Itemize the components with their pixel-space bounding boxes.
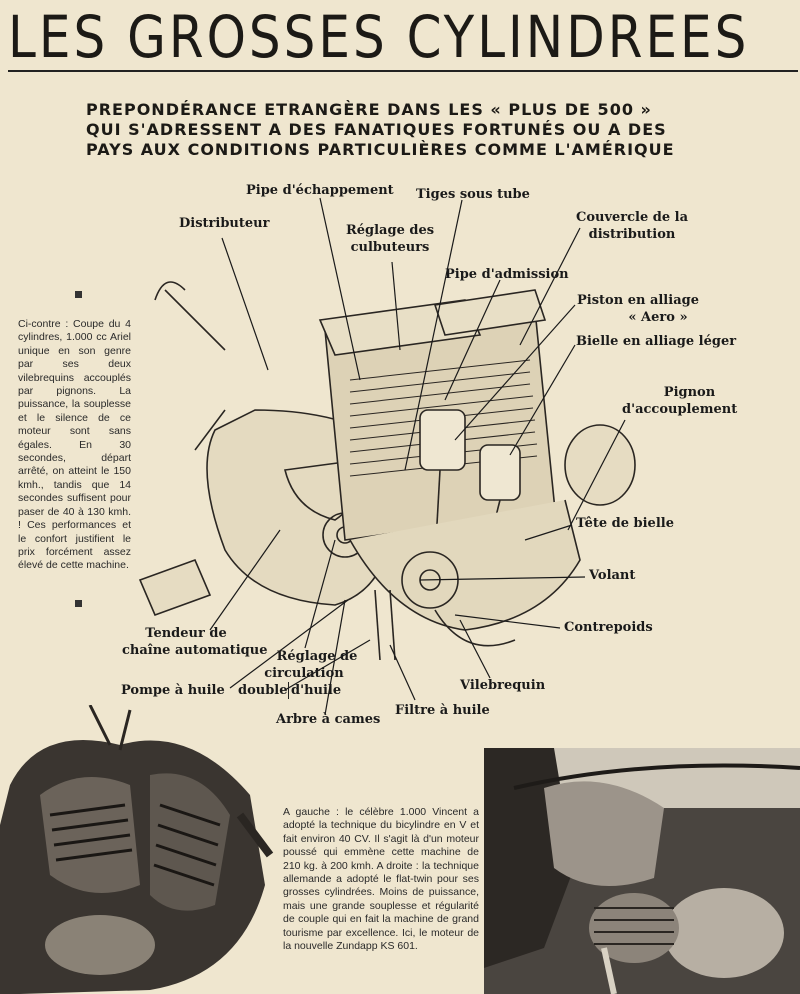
label-piston-line-2: « Aero » <box>628 310 688 325</box>
subtitle: PREPONDÉRANCE ETRANGÈRE DANS LES « PLUS … <box>86 100 706 160</box>
label-double: double <box>238 683 288 698</box>
caption-left: Ci-contre : Coupe du 4 cylindres, 1.000 … <box>18 318 131 572</box>
bullet-mark <box>75 600 82 607</box>
label-arbre-a-cames: Arbre à cames <box>276 712 381 727</box>
label-contrepoids: Contrepoids <box>564 620 653 635</box>
label-pignon-line-1: Pignon <box>663 385 716 400</box>
engine-cutaway-illustration <box>138 281 636 661</box>
zundapp-engine-photo <box>484 748 800 994</box>
label-couvercle-line-1: Couvercle de la <box>575 210 689 225</box>
label-volant: Volant <box>589 568 636 583</box>
label-filtre-a-huile: Filtre à huile <box>395 703 490 718</box>
label-pignon-line-2: d'accouplement <box>622 402 738 417</box>
caption-bottom: A gauche : le célèbre 1.000 Vincent a ad… <box>283 806 479 953</box>
label-couvercle-distribution: Couvercle de la distribution <box>572 209 692 243</box>
label-tendeur-line-2: chaîne automatique <box>122 643 268 658</box>
label-pipe-echappement: Pipe d'échappement <box>246 183 394 198</box>
label-pignon-accouplement: Pignon d'accouplement <box>622 384 737 418</box>
label-tete-de-bielle: Tête de bielle <box>576 516 674 531</box>
label-vilebrequin: Vilebrequin <box>460 678 546 693</box>
label-reglage-culbuteurs-line-2: culbuteurs <box>350 240 430 255</box>
label-reglage-culbuteurs-line-1: Réglage des <box>345 223 435 238</box>
page-title: LES GROSSES CYLINDREES <box>8 4 750 71</box>
vincent-engine-photo <box>0 705 275 994</box>
label-couvercle-line-2: distribution <box>588 227 676 242</box>
label-tendeur-line-1: Tendeur de <box>145 626 227 641</box>
label-piston-alliage: Piston en alliage « Aero » <box>573 292 703 326</box>
label-dhuile: d'huile <box>288 682 341 699</box>
label-bielle-alliage: Bielle en alliage léger <box>576 334 737 349</box>
label-reglage-circ-line-2: circulation <box>264 666 344 681</box>
subtitle-line-1: PREPONDÉRANCE ETRANGÈRE DANS LES « PLUS … <box>86 100 652 119</box>
bullet-mark <box>75 291 82 298</box>
label-pipe-admission: Pipe d'admission <box>445 267 569 282</box>
label-tiges-sous-tube: Tiges sous tube <box>416 187 530 202</box>
label-piston-line-1: Piston en alliage <box>577 293 699 308</box>
label-tendeur-chaine: Tendeur de chaîne automatique <box>122 625 268 659</box>
label-pompe-a-huile: Pompe à huile <box>121 683 225 698</box>
label-reglage-culbuteurs: Réglage des culbuteurs <box>338 222 442 256</box>
subtitle-line-2: QUI S'ADRESSENT A DES FANATIQUES FORTUNÉ… <box>86 120 667 139</box>
label-distributeur: Distributeur <box>179 216 270 231</box>
title-rule <box>8 70 798 72</box>
label-reglage-circulation: Réglage de circulation <box>250 648 358 682</box>
subtitle-line-3: PAYS AUX CONDITIONS PARTICULIÈRES COMME … <box>86 140 675 159</box>
label-reglage-circ-line-1: Réglage de <box>276 649 358 664</box>
